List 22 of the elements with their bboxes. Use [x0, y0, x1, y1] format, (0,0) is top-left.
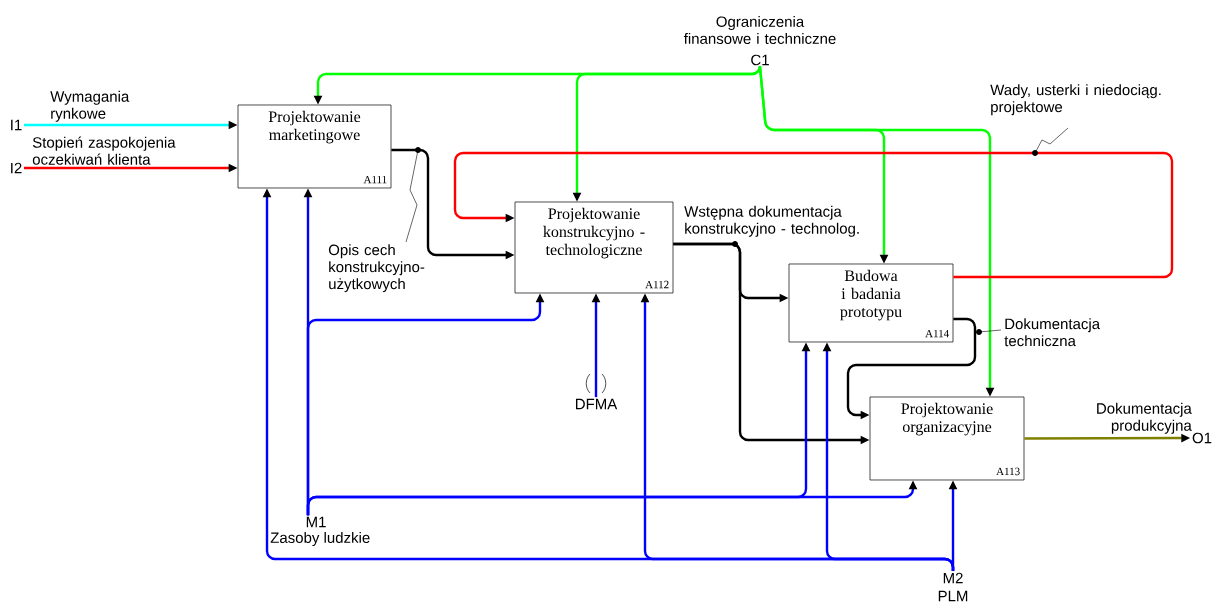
- arrow-label: Ograniczenia finansowe i techniczne: [683, 16, 836, 44]
- icom-code: C1: [751, 54, 769, 66]
- icom-code: O1: [1192, 432, 1212, 444]
- edge-label: Wymagania rynkowe: [50, 90, 130, 122]
- edge-label: Stopień zaspokojenia oczekiwań klienta: [32, 136, 176, 165]
- icom-code: M1: [306, 516, 326, 528]
- edge-label: Wady, usterki i niedociąg. projektowe: [990, 84, 1161, 116]
- icom-code: I1: [11, 119, 22, 131]
- edge-label: Wstępna dokumentacja konstrukcyjno - technolog.: [684, 205, 859, 237]
- process-box: Projektowanie konstrukcyjno - technologiczne A112: [514, 201, 674, 294]
- edge-label: Dokumentacja techniczna: [1004, 318, 1101, 347]
- process-box: Projektowanie marketingowe A111: [237, 104, 392, 189]
- edge-label: Opis cech konstrukcyjno-użytkowych: [328, 244, 425, 293]
- edge-label: Dokumentacja produkcyjna: [1097, 402, 1192, 434]
- arrow: [453, 151, 1174, 279]
- arrow-label: Zasoby ludzkie: [270, 532, 370, 546]
- icom-code: I2: [11, 162, 22, 174]
- arrow-label: PLM: [938, 590, 968, 602]
- process-box: Budowa i badania prototypu A114: [788, 263, 954, 343]
- process-box: Projektowanie organizacyjne A113: [869, 396, 1025, 481]
- icom-code: DFMA: [576, 398, 618, 410]
- icom-code: M2: [943, 572, 963, 584]
